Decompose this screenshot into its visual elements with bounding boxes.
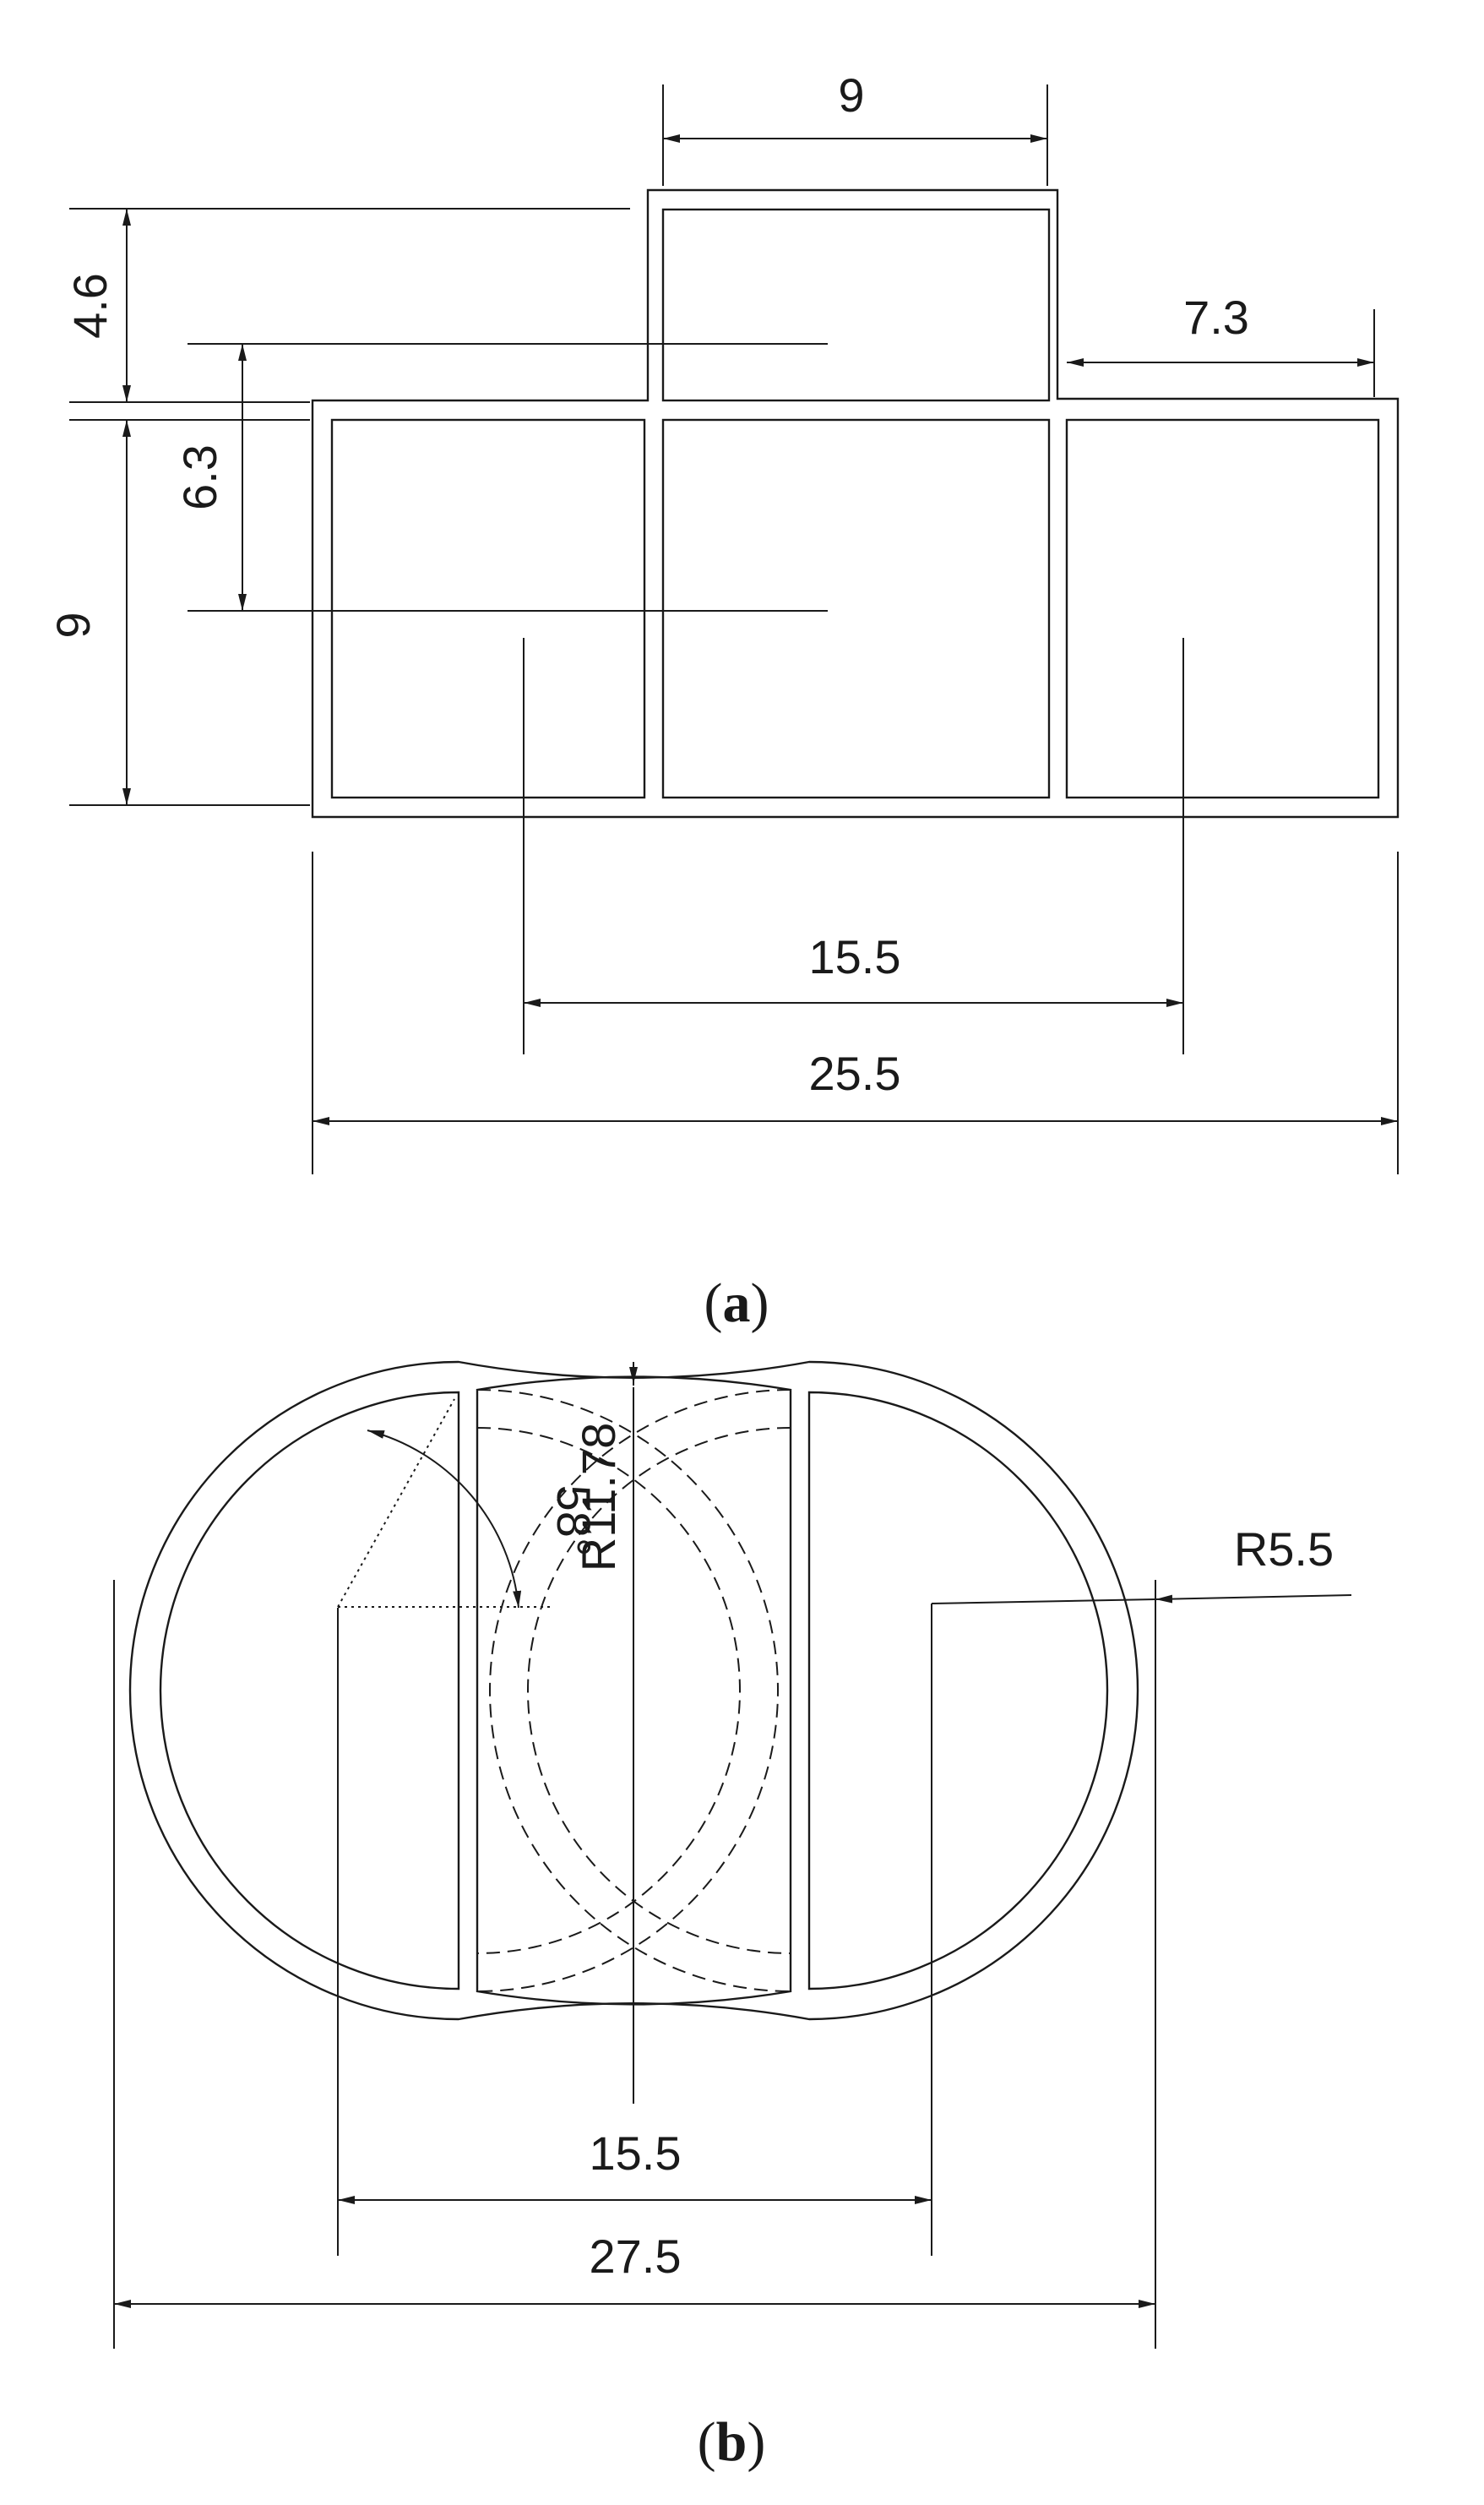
dim-label-overall-width: 25.5 bbox=[809, 1047, 901, 1100]
cell-center-b bbox=[476, 1375, 792, 2006]
hidden-arc-right-inner bbox=[527, 1427, 791, 1954]
dim-label-side-radius: R5.5 bbox=[1234, 1522, 1334, 1576]
cell-top bbox=[661, 208, 1051, 402]
figure-b: 58° R11.78 R5.5 15.5 27.5 (b) bbox=[113, 1360, 1352, 2473]
cell-left bbox=[330, 418, 646, 799]
hidden-arc-left-inner bbox=[476, 1427, 741, 1954]
dim-label-center-span-b: 15.5 bbox=[590, 2127, 682, 2180]
dim-label-top-width: 9 bbox=[838, 68, 864, 122]
dim-label-overall-width-b: 27.5 bbox=[590, 2230, 682, 2283]
figure-a: 9 4.6 6.3 9 7.3 15.5 25.5 (a) bbox=[46, 68, 1400, 1334]
cell-right-b bbox=[807, 1391, 1109, 1990]
caption-b: (b) bbox=[698, 2411, 766, 2473]
caption-a: (a) bbox=[704, 1272, 769, 1334]
dim-label-angle: 58° bbox=[547, 1485, 601, 1557]
dim-label-cell-height: 9 bbox=[46, 612, 100, 638]
profile-a-outer bbox=[311, 188, 1400, 819]
cell-center bbox=[661, 418, 1051, 799]
cell-left-b bbox=[159, 1391, 460, 1990]
leader-side-radius-center bbox=[931, 1598, 1156, 1604]
hidden-arc-right-outer bbox=[489, 1389, 791, 1992]
cell-right bbox=[1065, 418, 1380, 799]
dim-label-step-height: 4.6 bbox=[63, 273, 117, 339]
hidden-arc-left-outer bbox=[476, 1389, 779, 1992]
profile-b-outer bbox=[128, 1360, 1139, 2021]
dim-label-center-radius: R11.78 bbox=[572, 1423, 625, 1571]
angle-arc bbox=[367, 1429, 522, 1609]
dim-label-right-width: 7.3 bbox=[1183, 291, 1249, 344]
dim-label-offset-height: 6.3 bbox=[173, 444, 226, 510]
dim-label-center-span: 15.5 bbox=[809, 930, 901, 983]
angle-ray-inclined bbox=[337, 1398, 455, 1608]
leader-side-radius bbox=[1155, 1594, 1352, 1604]
